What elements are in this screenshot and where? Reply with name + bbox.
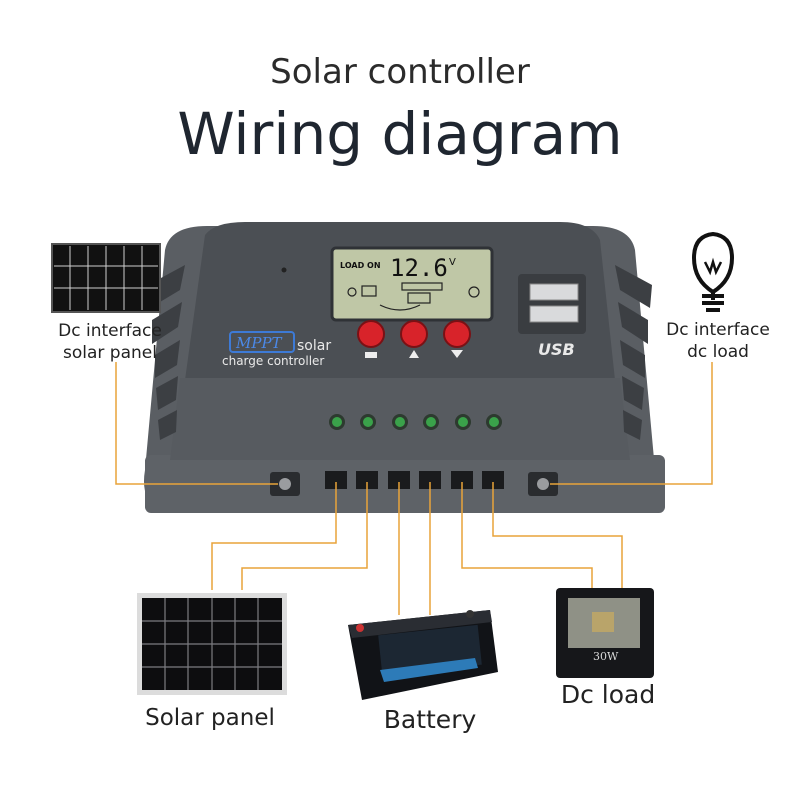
lcd-status-icons <box>347 282 480 311</box>
brand-line-1: solar <box>297 338 331 354</box>
lcd-screen <box>330 246 494 322</box>
dc-solar-label-line2: solar panel <box>63 343 157 363</box>
lamp-rating: 30W <box>593 650 619 663</box>
led-indicator <box>426 417 436 427</box>
terminal-block <box>325 471 504 489</box>
dc-load-label-bottom: Dc load <box>560 680 656 709</box>
down-button[interactable] <box>443 320 471 348</box>
button-icons <box>365 350 463 358</box>
led-indicator <box>395 417 405 427</box>
dc-load-label-line1: Dc interface <box>666 320 770 340</box>
mppt-badge <box>229 331 295 353</box>
dc-load-floodlight: 30W <box>556 588 654 678</box>
usb-port-1[interactable] <box>529 283 579 301</box>
light-bulb-icon <box>691 231 735 312</box>
lcd-voltage-reading: 12.6 <box>390 254 448 282</box>
usb-port-2[interactable] <box>529 305 579 323</box>
solar-panel-device <box>137 593 287 695</box>
wire-load-neg <box>492 482 623 588</box>
dc-load-label-line2: dc load <box>687 342 749 362</box>
dc-load-label: Dc interface dc load <box>648 319 788 363</box>
battery-label: Battery <box>383 705 477 734</box>
battery-device <box>348 610 498 700</box>
up-button[interactable] <box>400 320 428 348</box>
power-indicator <box>281 267 287 273</box>
mppt-badge-text: MPPT <box>235 334 283 352</box>
wire-dc-load <box>550 362 713 485</box>
wire-dc-solar <box>115 362 278 485</box>
solar-charge-controller: LOAD ON 12.6 V USB MPPT solar charge con… <box>144 222 665 513</box>
led-indicator-row <box>329 414 502 430</box>
led-indicator <box>332 417 342 427</box>
solar-panel-icon <box>51 243 161 313</box>
terminal[interactable] <box>451 471 473 489</box>
usb-label: USB <box>538 340 575 359</box>
dc-solar-label-line1: Dc interface <box>58 321 162 341</box>
terminal[interactable] <box>482 471 504 489</box>
terminal[interactable] <box>388 471 410 489</box>
terminal[interactable] <box>356 471 378 489</box>
lcd-status-text: LOAD ON <box>340 261 381 270</box>
usb-port-housing <box>518 274 586 334</box>
wire-solar-pos <box>211 482 337 590</box>
diagram-subtitle: Solar controller <box>270 52 530 92</box>
led-indicator <box>489 417 499 427</box>
right-cooling-fins <box>615 265 652 440</box>
solar-panel-label: Solar panel <box>145 705 275 731</box>
wire-solar-neg <box>241 482 368 590</box>
led-indicator <box>458 417 468 427</box>
wiring-lines <box>115 362 713 615</box>
diagram-title: Wiring diagram <box>177 100 623 168</box>
menu-button[interactable] <box>357 320 385 348</box>
wire-load-pos <box>461 482 593 588</box>
lcd-voltage-unit: V <box>449 257 456 268</box>
terminal[interactable] <box>325 471 347 489</box>
terminal[interactable] <box>419 471 441 489</box>
brand-line-2: charge controller <box>222 354 324 368</box>
led-indicator <box>363 417 373 427</box>
dc-solar-label: Dc interface solar panel <box>40 320 180 364</box>
